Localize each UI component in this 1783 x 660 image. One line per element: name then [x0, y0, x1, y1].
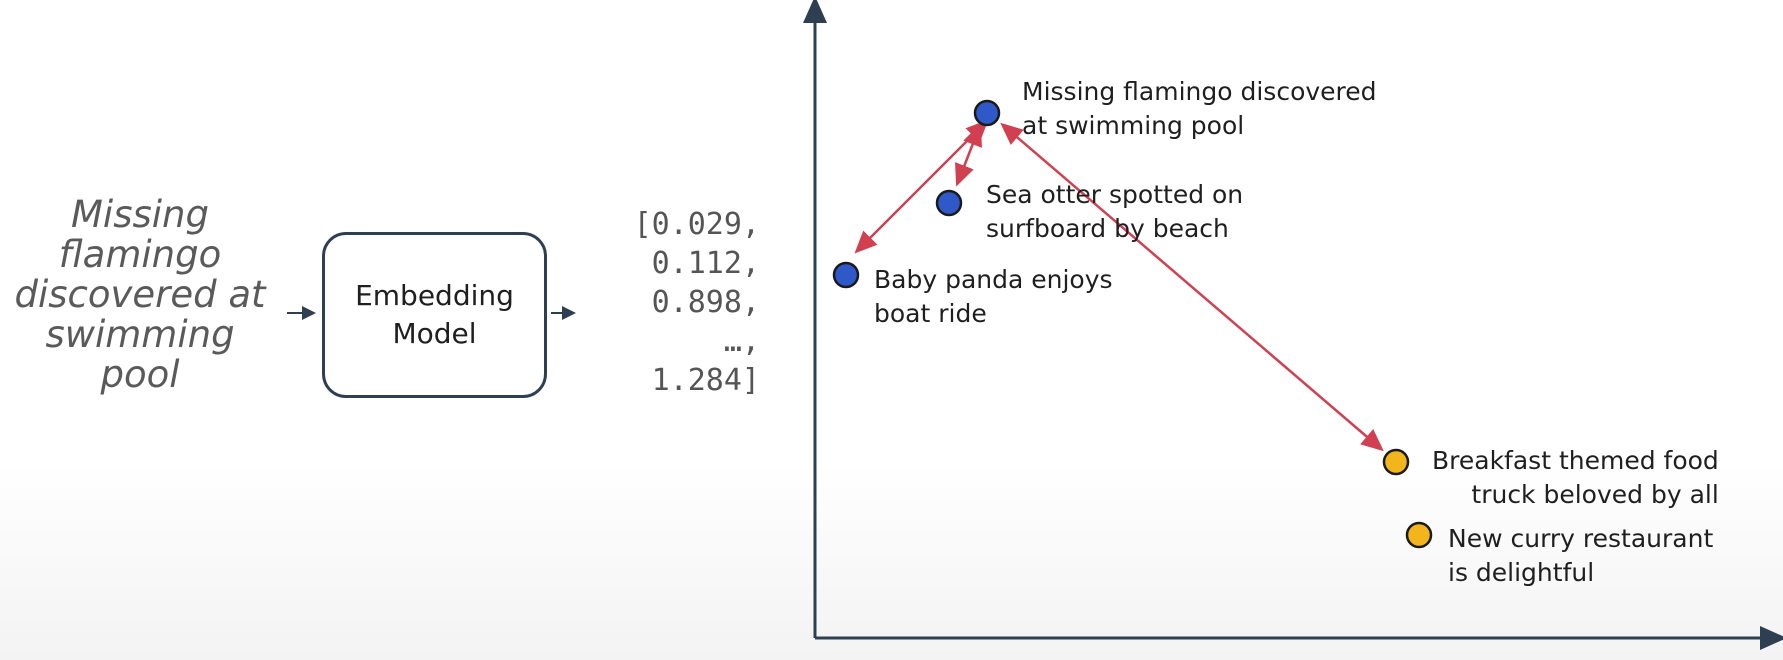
point-flamingo	[973, 99, 1001, 127]
distance-arrow-flamingo-panda	[854, 119, 989, 254]
distance-arrow-flamingo-breakfast	[1000, 122, 1384, 452]
point-curry-restaurant	[1405, 521, 1433, 549]
vector-value: 1.284]	[651, 363, 760, 398]
vector-value: …,	[723, 324, 760, 359]
vector-value: 0.898,	[651, 285, 760, 320]
embedding-model-box: Embedding Model	[322, 232, 547, 398]
label-breakfast-truck: Breakfast themed food truck beloved by a…	[1432, 446, 1719, 509]
embedding-model-label: Embedding Model	[355, 279, 514, 350]
point-baby-panda	[832, 261, 860, 289]
point-sea-otter	[935, 189, 963, 217]
embedding-vector: [0.029, 0.112, 0.898, …, 1.284]	[605, 205, 760, 400]
vector-value: 0.112,	[651, 246, 760, 281]
point-breakfast-truck	[1382, 448, 1410, 476]
label-baby-panda: Baby panda enjoys boat ride	[874, 265, 1113, 328]
label-flamingo: Missing flamingo discovered at swimming …	[1022, 77, 1377, 140]
vector-value: [0.029,	[633, 207, 760, 242]
label-curry-restaurant: New curry restaurant is delightful	[1448, 524, 1714, 587]
input-sentence: Missing flamingo discovered at swimming …	[14, 193, 266, 396]
distance-arrow-flamingo-otter	[955, 123, 982, 187]
label-sea-otter: Sea otter spotted on surfboard by beach	[986, 180, 1244, 243]
